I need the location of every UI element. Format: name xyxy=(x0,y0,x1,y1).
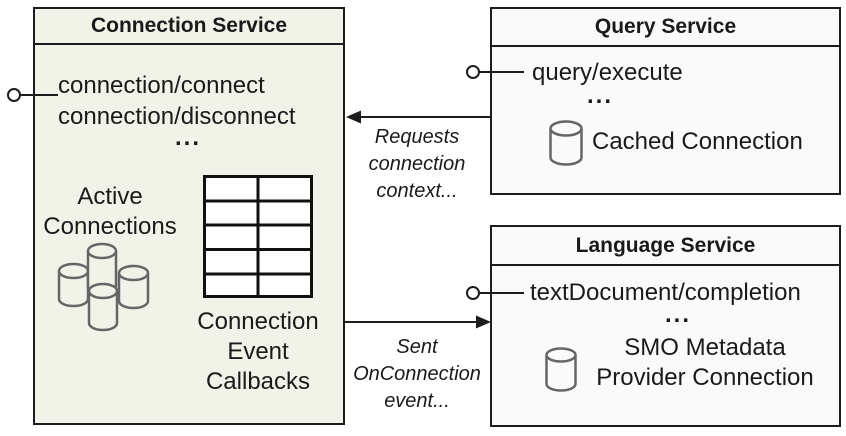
database-cylinder-top xyxy=(86,242,118,295)
onconnection-event-arrow xyxy=(345,315,491,329)
database-cylinder-right xyxy=(117,264,150,310)
requests-connection-context-note: Requests connection context... xyxy=(368,126,466,202)
cached-connection-database-icon xyxy=(549,120,583,166)
textdocument-completion-method: textDocument/completion xyxy=(530,279,801,306)
query-methods-ellipsis: ... xyxy=(586,82,613,109)
active-connections-database-cluster-icon xyxy=(57,242,150,332)
query-service-box: Query Service xyxy=(490,7,841,195)
smo-provider-database-icon xyxy=(545,347,577,392)
database-cylinder-left xyxy=(57,262,90,308)
cached-connection-label: Cached Connection xyxy=(592,128,803,155)
language-service-box: Language Service xyxy=(490,225,841,427)
smo-metadata-provider-label: SMO Metadata Provider Connection xyxy=(596,334,814,391)
language-methods-ellipsis: ... xyxy=(664,301,691,328)
connection-disconnect-method: connection/disconnect xyxy=(58,103,296,130)
left-arrowhead-icon xyxy=(346,110,361,124)
connection-event-callbacks-label: Connection Event Callbacks xyxy=(197,308,319,395)
callbacks-table-icon xyxy=(203,175,313,298)
query-service-title: Query Service xyxy=(492,9,839,47)
sent-onconnection-event-note: Sent OnConnection event... xyxy=(353,336,481,412)
connection-connect-method: connection/connect xyxy=(58,72,265,99)
active-connections-label: Active Connections xyxy=(43,183,177,240)
right-arrowhead-icon xyxy=(476,315,491,329)
connection-methods-ellipsis: ... xyxy=(174,124,201,151)
connection-service-title: Connection Service xyxy=(35,9,343,45)
language-service-title: Language Service xyxy=(492,227,839,266)
requests-context-arrow xyxy=(346,110,490,124)
query-execute-method: query/execute xyxy=(532,59,683,86)
database-cylinder-bottom xyxy=(87,282,119,332)
